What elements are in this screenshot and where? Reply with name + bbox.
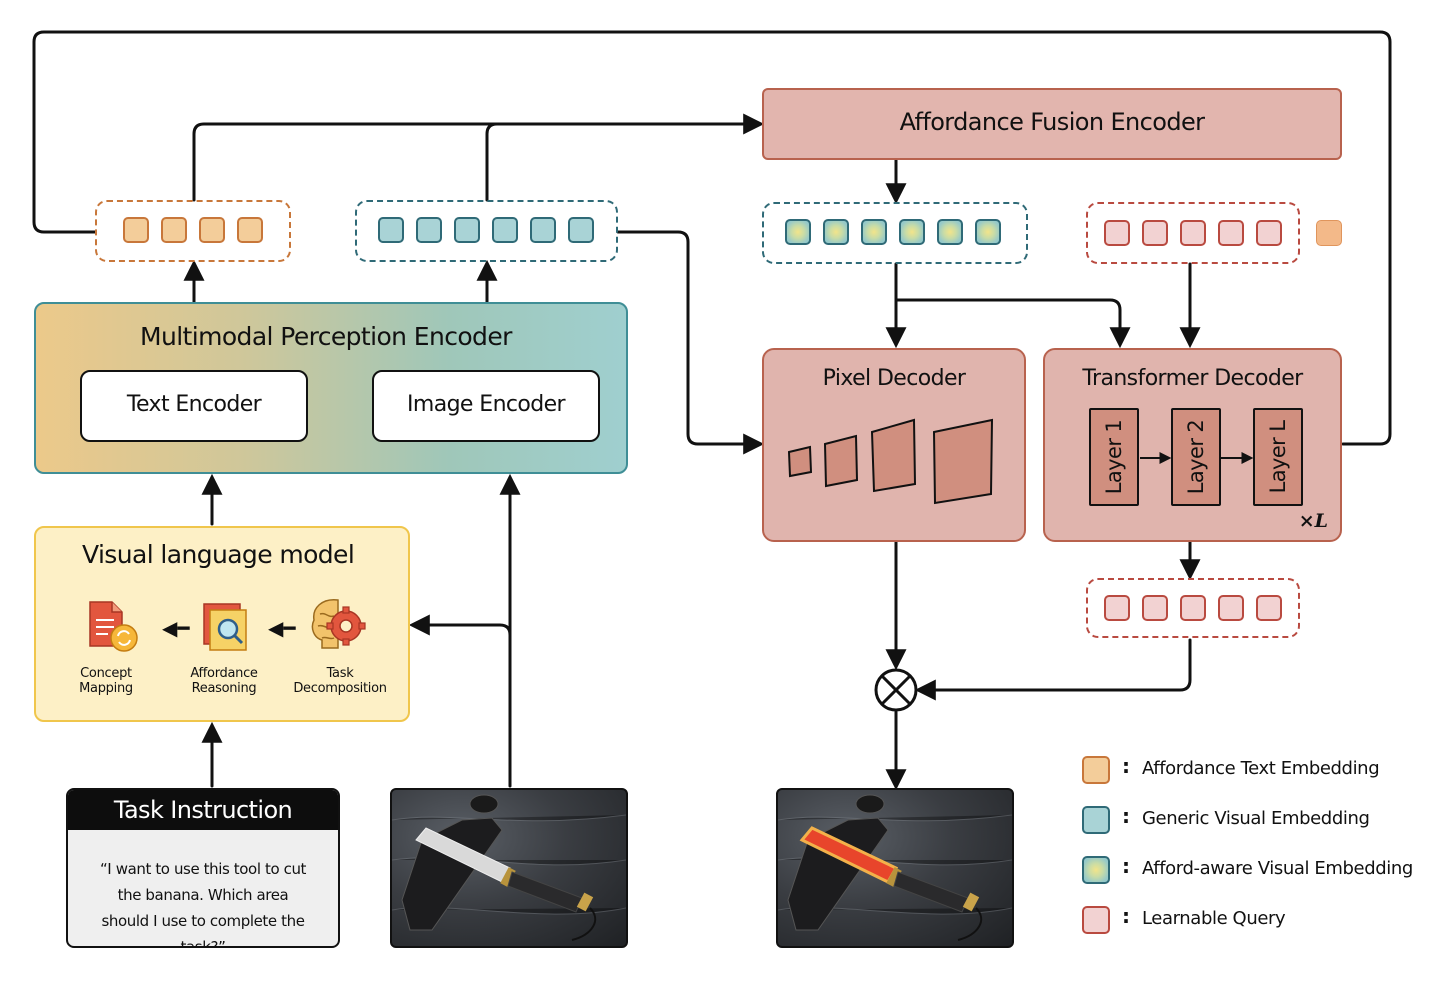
query-token <box>1104 220 1130 246</box>
task-instruction-title: Task Instruction <box>113 796 293 824</box>
affordance-fusion-encoder: Affordance Fusion Encoder <box>762 88 1342 160</box>
pixel-decoder-label: Pixel Decoder <box>822 366 966 391</box>
layer-1-block: Layer 1 <box>1089 408 1139 506</box>
task-decomposition-label: Task Decomposition <box>293 666 387 696</box>
query-token <box>1180 220 1206 246</box>
query-token <box>1218 595 1244 621</box>
left-arrow-icon: ◀━ <box>268 616 296 640</box>
legend-label: Generic Visual Embedding <box>1142 808 1370 829</box>
afford-aware-embedding-group <box>762 202 1028 264</box>
afford-aware-token <box>975 219 1001 245</box>
multimodal-perception-encoder-label: Multimodal Perception Encoder <box>140 322 512 351</box>
output-segmented-image <box>776 788 1014 948</box>
afford-aware-token <box>937 219 963 245</box>
visual-token <box>530 217 556 243</box>
layer-l-label: Layer L <box>1266 420 1290 494</box>
task-instruction-card: Task Instruction “I want to use this too… <box>66 788 340 948</box>
multimodal-perception-encoder: Multimodal Perception Encoder Text Encod… <box>34 302 628 474</box>
orange-token-icon <box>1082 756 1110 784</box>
visual-language-model: Visual language model Concept Mapping ◀━… <box>34 526 410 722</box>
left-arrow-icon: ◀━ <box>162 616 190 640</box>
segmented-knife-illustration <box>778 794 1012 941</box>
query-token <box>1180 595 1206 621</box>
layer-l-block: Layer L <box>1253 408 1303 506</box>
query-token <box>1142 595 1168 621</box>
transformer-decoder-label: Transformer Decoder <box>1082 366 1303 391</box>
query-token <box>1142 220 1168 246</box>
text-token <box>199 217 225 243</box>
text-token <box>123 217 149 243</box>
text-encoder: Text Encoder <box>80 370 308 442</box>
affordance-fusion-encoder-label: Affordance Fusion Encoder <box>899 108 1205 136</box>
teal-token-icon <box>1082 806 1110 834</box>
legend-label: Learnable Query <box>1142 908 1286 929</box>
afford-aware-token <box>861 219 887 245</box>
task-instruction-header: Task Instruction <box>68 790 338 830</box>
magnifier-document-icon <box>203 603 247 651</box>
visual-embedding-group <box>355 200 618 262</box>
query-token <box>1104 595 1130 621</box>
query-token <box>1256 595 1282 621</box>
legend-label: Afford-aware Visual Embedding <box>1142 858 1413 879</box>
transformer-decoder: Transformer Decoder Layer 1 Layer 2 Laye… <box>1043 348 1342 542</box>
legend-label: Affordance Text Embedding <box>1142 758 1380 779</box>
afford-aware-token <box>899 219 925 245</box>
layer-2-label: Layer 2 <box>1184 419 1208 495</box>
concept-mapping-label: Concept Mapping <box>79 666 133 696</box>
image-encoder: Image Encoder <box>372 370 600 442</box>
query-group-output <box>1086 578 1300 638</box>
concept-mapping-icon <box>89 601 138 652</box>
multiply-icon <box>874 668 918 712</box>
visual-token <box>378 217 404 243</box>
feedback-loop-line <box>32 30 1392 446</box>
affordance-reasoning-label: Affordance Reasoning <box>190 666 258 696</box>
afford-aware-token <box>785 219 811 245</box>
image-encoder-label: Image Encoder <box>406 392 566 417</box>
feature-pyramid-icon <box>787 418 994 505</box>
extra-text-token <box>1316 220 1342 246</box>
visual-to-fusion-line <box>485 122 499 202</box>
text-token <box>161 217 187 243</box>
gradient-token-icon <box>1082 856 1110 884</box>
text-to-fusion-line <box>192 113 765 202</box>
text-embedding-group <box>95 200 291 262</box>
visual-token <box>416 217 442 243</box>
repeat-marker: ×L <box>1298 510 1328 532</box>
input-knife-image <box>390 788 628 948</box>
visual-token <box>454 217 480 243</box>
visual-token <box>568 217 594 243</box>
knife-photo-illustration <box>392 794 626 941</box>
layer-arrows <box>1140 452 1254 464</box>
afford-aware-token <box>823 219 849 245</box>
query-group-input <box>1086 202 1300 264</box>
visual-to-pixel-line <box>616 230 765 455</box>
text-token <box>237 217 263 243</box>
layer-2-block: Layer 2 <box>1171 408 1221 506</box>
text-encoder-label: Text Encoder <box>126 392 262 417</box>
pixel-decoder: Pixel Decoder <box>762 348 1026 542</box>
pink-token-icon <box>1082 906 1110 934</box>
query-token <box>1256 220 1282 246</box>
brain-gear-icon <box>311 599 366 649</box>
task-instruction-text: “I want to use this tool to cut the bana… <box>99 860 307 948</box>
visual-language-model-label: Visual language model <box>82 540 355 569</box>
query-token <box>1218 220 1244 246</box>
visual-token <box>492 217 518 243</box>
layer-1-label: Layer 1 <box>1102 419 1126 495</box>
